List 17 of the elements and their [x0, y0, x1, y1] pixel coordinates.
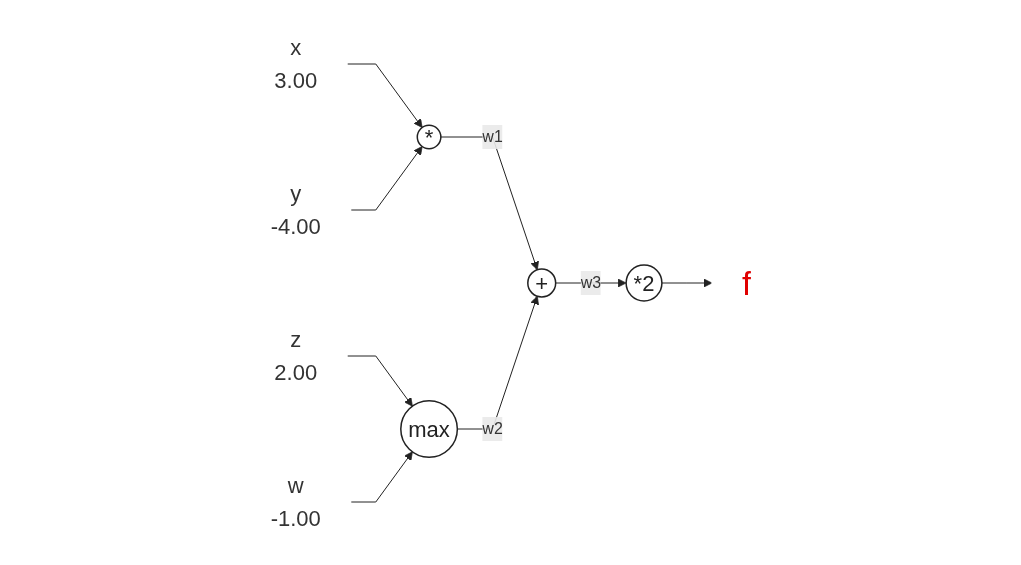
- arrow: [349, 450, 413, 502]
- arrow: [456, 295, 539, 429]
- node-circle: max: [399, 399, 458, 458]
- edge-label: w1: [481, 127, 503, 145]
- arrow: [349, 145, 423, 210]
- node-text: y -4.00: [270, 180, 321, 239]
- node-circle: *: [416, 123, 442, 150]
- arrow: [346, 63, 423, 128]
- edge-label: w3: [580, 273, 601, 291]
- arrow: [346, 355, 413, 407]
- node-text: z 2.00: [273, 326, 317, 385]
- edge-label: w2: [481, 419, 503, 437]
- node-text: x 3.00: [273, 34, 317, 93]
- node-circle: +: [526, 267, 556, 298]
- node-text: w -1.00: [270, 472, 321, 531]
- node-text: f: [741, 263, 751, 301]
- node-circle: *2: [624, 263, 663, 302]
